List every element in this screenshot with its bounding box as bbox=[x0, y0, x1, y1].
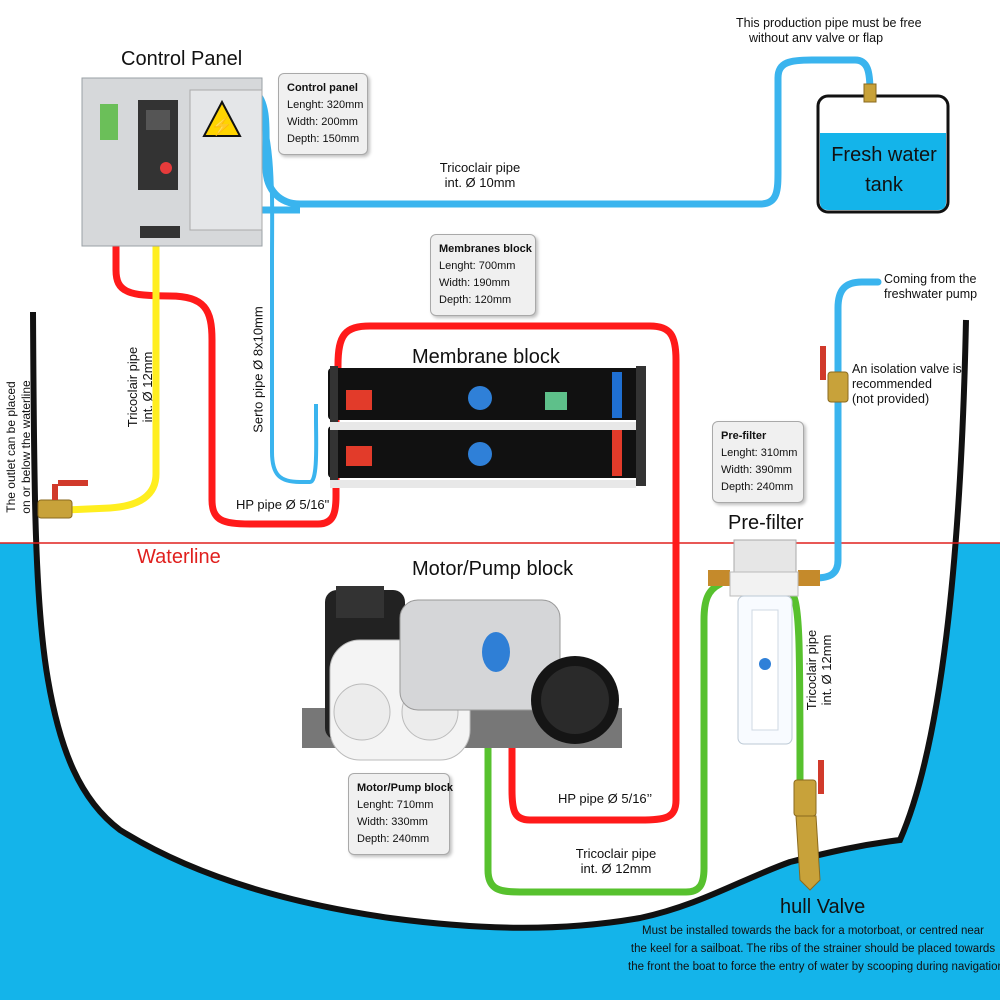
fresh-water-tank-label-line2: tank bbox=[865, 174, 903, 196]
motor-pump-spec-depth: Depth: 240mm bbox=[357, 833, 430, 845]
hp-pipe-lower-label: HP pipe Ø 5/16’’ bbox=[558, 791, 653, 806]
fresh-water-tank-water bbox=[820, 133, 946, 210]
hull-outline bbox=[30, 311, 969, 931]
outlet-valve bbox=[37, 480, 88, 519]
motor-pump-spec-width: Width: 330mm bbox=[357, 816, 428, 828]
tank-inlet-fitting bbox=[863, 83, 877, 103]
svg-text:⚡: ⚡ bbox=[211, 115, 233, 137]
prefilter-spec-card: Pre-filter Lenght: 310mm Width: 390mm De… bbox=[712, 421, 804, 503]
tricoclair-yellow-line2: int. Ø 12mm bbox=[140, 351, 155, 423]
tricoclair-right-line2: int. Ø 12mm bbox=[819, 634, 834, 706]
motor-pump-spec-title: Motor/Pump block bbox=[357, 782, 453, 794]
outlet-pipe bbox=[62, 236, 160, 514]
tricoclair-bottom-line1: Tricoclair pipe bbox=[575, 846, 657, 861]
tricoclair-bottom-line2: int. Ø 12mm bbox=[580, 861, 652, 876]
isolation-valve-note: An isolation valve is recommended (not p… bbox=[852, 362, 962, 407]
outlet-note-line2: on or below the waterline bbox=[19, 380, 33, 514]
production-note-line1: This production pipe must be free bbox=[736, 16, 922, 30]
waterline-label: Waterline bbox=[137, 546, 221, 568]
hp-pipe-membrane-loop bbox=[334, 322, 680, 824]
tricoclair-bottom-label: Tricoclair pipe int. Ø 12mm bbox=[556, 846, 676, 876]
prefilter-spec-width: Width: 390mm bbox=[721, 464, 792, 476]
hp-pipe-upper-label: HP pipe Ø 5/16" bbox=[236, 497, 330, 512]
control-panel-title: Control Panel bbox=[121, 48, 243, 70]
motor-pump-spec-length: Lenght: 710mm bbox=[357, 799, 434, 811]
prefilter-spec-length: Lenght: 310mm bbox=[721, 447, 798, 459]
membrane-block-device bbox=[328, 366, 646, 488]
motor-pump-device bbox=[302, 586, 622, 761]
hull-note-line1: Must be installed towards the back for a… bbox=[642, 925, 984, 937]
membrane-block-title: Membrane block bbox=[412, 346, 560, 368]
membranes-block-spec-title: Membranes block bbox=[439, 243, 532, 255]
membranes-block-spec-card: Membranes block Lenght: 700mm Width: 190… bbox=[430, 234, 536, 316]
serto-pipe bbox=[253, 102, 319, 484]
tricoclair-top-label: Tricoclair pipe int. Ø 10mm bbox=[420, 160, 540, 190]
outlet-note: The outlet can be placed on or below the… bbox=[4, 362, 34, 532]
control-panel-spec-depth: Depth: 150mm bbox=[287, 133, 360, 145]
tricoclair-right-line1: Tricoclair pipe bbox=[804, 629, 819, 711]
intake-pipe bbox=[484, 580, 724, 896]
control-panel-device: ⚡ bbox=[81, 77, 263, 247]
freshwater-pump-pipe bbox=[811, 278, 882, 582]
hull-valve-title: hull Valve bbox=[780, 896, 866, 918]
isolation-line3: (not provided) bbox=[852, 392, 930, 406]
prefilter-spec-depth: Depth: 240mm bbox=[721, 481, 794, 493]
coming-from-line2: freshwater pump bbox=[884, 287, 978, 301]
hull-note-line3: the front the boat to force the entry of… bbox=[628, 961, 1000, 973]
serto-pipe-label: Serto pipe Ø 8x10mm bbox=[250, 306, 266, 433]
prefilter-spec-title: Pre-filter bbox=[721, 430, 767, 442]
membranes-block-spec-depth: Depth: 120mm bbox=[439, 294, 512, 306]
tricoclair-yellow-line1: Tricoclair pipe bbox=[125, 346, 140, 428]
isolation-line1: An isolation valve is bbox=[852, 362, 962, 376]
fresh-water-tank-label: Fresh water tank bbox=[820, 140, 948, 200]
tricoclair-right-label: Tricoclair pipe int. Ø 12mm bbox=[804, 605, 834, 735]
membranes-block-spec-length: Lenght: 700mm bbox=[439, 260, 516, 272]
coming-from-line1: Coming from the bbox=[884, 272, 977, 286]
outlet-note-line1: The outlet can be placed bbox=[4, 381, 18, 513]
isolation-valve bbox=[820, 346, 849, 403]
coming-from-pump-label: Coming from the freshwater pump bbox=[884, 272, 977, 302]
membranes-block-spec-width: Width: 190mm bbox=[439, 277, 510, 289]
prefilter-title: Pre-filter bbox=[728, 512, 804, 534]
control-panel-spec-width: Width: 200mm bbox=[287, 116, 358, 128]
tricoclair-top-line1: Tricoclair pipe bbox=[439, 160, 521, 175]
fresh-water-tank-label-line1: Fresh water bbox=[831, 144, 937, 166]
motor-pump-spec-card: Motor/Pump block Lenght: 710mm Width: 33… bbox=[348, 773, 453, 855]
prefilter-device bbox=[708, 539, 820, 745]
hull-valve-note: Must be installed towards the back for a… bbox=[628, 922, 1000, 976]
motor-pump-title: Motor/Pump block bbox=[412, 558, 574, 580]
isolation-line2: recommended bbox=[852, 377, 932, 391]
control-panel-spec-card: Control panel Lenght: 320mm Width: 200mm… bbox=[278, 73, 368, 155]
tricoclair-yellow-label: Tricoclair pipe int. Ø 12mm bbox=[125, 322, 155, 452]
production-pipe-note: This production pipe must be free withou… bbox=[736, 16, 922, 46]
hull-note-line2: the keel for a sailboat. The ribs of the… bbox=[630, 943, 996, 955]
tricoclair-top-line2: int. Ø 10mm bbox=[444, 175, 516, 190]
control-panel-spec-length: Lenght: 320mm bbox=[287, 99, 364, 111]
control-panel-spec-title: Control panel bbox=[287, 82, 358, 94]
production-note-line2: without anv valve or flap bbox=[748, 31, 884, 45]
hull-valve bbox=[793, 760, 824, 891]
